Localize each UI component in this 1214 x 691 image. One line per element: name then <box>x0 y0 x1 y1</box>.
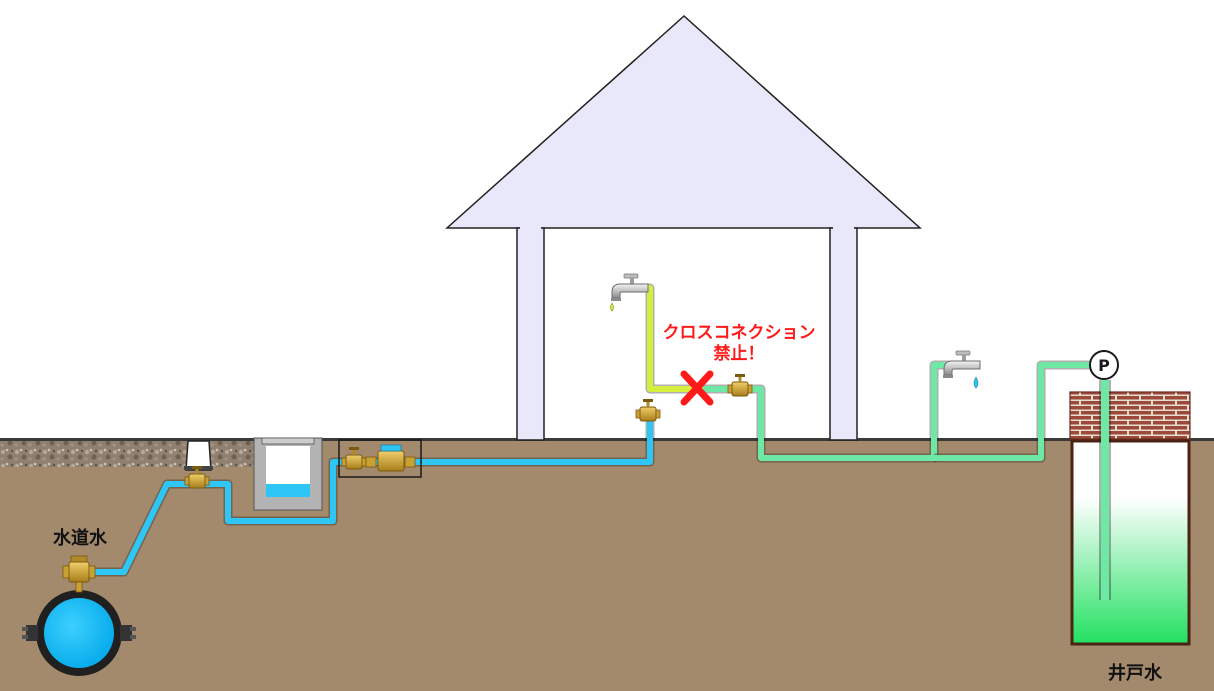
house-wall-left <box>516 227 545 441</box>
house-roof <box>445 14 922 229</box>
well-suction-pipe <box>1101 380 1109 600</box>
valve-icon <box>727 373 753 397</box>
curb-valve-box <box>184 440 213 489</box>
x-mark-icon <box>680 370 714 406</box>
warning-text-line1: クロスコネクション <box>663 323 816 343</box>
well: P <box>1069 350 1191 646</box>
ground-surface-line <box>0 438 1214 441</box>
pump-icon: P <box>1089 350 1119 380</box>
house <box>445 14 922 441</box>
water-meter-icon <box>377 444 405 472</box>
water-drop-icon <box>610 302 614 312</box>
meter-box-concrete <box>253 437 323 511</box>
water-main <box>22 590 136 676</box>
house-wall-right <box>829 227 858 441</box>
pump-label: P <box>1098 356 1110 375</box>
meter-assembly-frame <box>338 439 422 478</box>
faucet-icon <box>610 273 649 312</box>
city-water-pipe <box>80 410 653 575</box>
valve-icon <box>635 398 661 422</box>
well-water-pipe-b <box>934 362 1092 461</box>
water-main-water <box>44 598 114 668</box>
well-brick-wall <box>1069 391 1191 440</box>
warning-text-line2: 禁止！ <box>714 343 765 364</box>
water-meter-assembly <box>338 439 422 478</box>
faucet-icon <box>942 350 981 389</box>
ground <box>0 440 1214 691</box>
gravel-layer <box>0 441 255 467</box>
city-water-label: 水道水 <box>53 527 108 549</box>
well-water-label: 井戸水 <box>1108 662 1163 684</box>
water-drop-icon <box>973 376 979 389</box>
well-shaft <box>1070 439 1191 646</box>
valve-icon <box>62 555 96 583</box>
